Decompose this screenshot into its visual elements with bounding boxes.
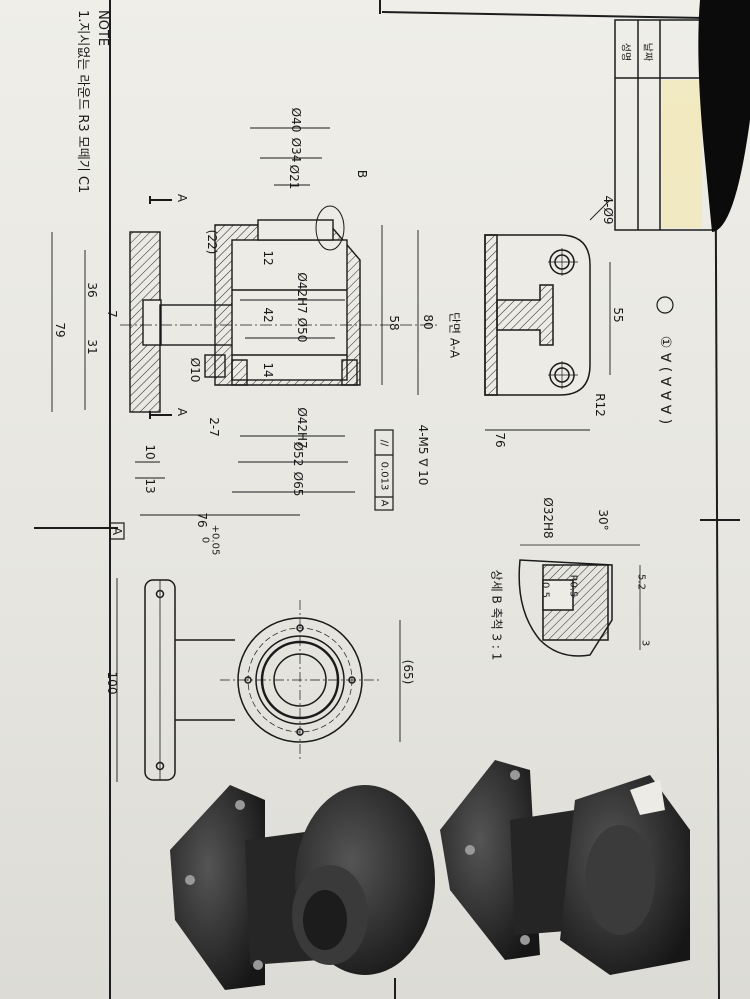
title-block-name: 성명 [619, 42, 631, 62]
top-view [484, 199, 611, 431]
section-view-a-a [120, 205, 440, 413]
dim-d34: Ø34 [289, 137, 303, 163]
redaction-mark [698, 0, 750, 232]
dim-80: 80 [421, 314, 435, 330]
dim-r22: (22) [205, 229, 219, 255]
section-label: 단면 A-A [447, 311, 462, 359]
roughness-circle [656, 296, 674, 314]
dim-76-tol-upper: +0.05 [209, 524, 221, 556]
render-3d-right [440, 760, 690, 975]
detail-view-b [518, 544, 641, 657]
dim-76-tol-lower: 0 [199, 536, 211, 544]
note-line: 1.지시없는 라운드 R3 모떼기 C1 [75, 10, 90, 194]
dim-thread: 4-M5 ∇ 10 [416, 424, 430, 486]
dim-65-ref: (65) [401, 659, 415, 685]
dim-d32h8: Ø32H8 [541, 497, 555, 539]
dim-5-2: 5.2 [635, 574, 647, 590]
tolerance-symbol: // [378, 439, 390, 447]
dim-3: 3 [639, 639, 651, 647]
roughness-symbol: ① ∀ ( ∀ ∀ ∀ ) [657, 335, 673, 425]
front-view [116, 578, 401, 782]
dim-10: 10 [143, 444, 157, 460]
tolerance-value: 0.013 [378, 461, 390, 491]
dim-top-76: 76 [493, 432, 507, 448]
dim-58: 58 [387, 315, 401, 331]
section-dimension-lines [51, 127, 419, 516]
dim-0-5: 0.5 [539, 582, 551, 598]
dim-2-7: 2-7 [207, 417, 221, 437]
dim-36: 36 [85, 282, 99, 298]
dim-100: 100 [105, 671, 119, 695]
section-letter-b: B [355, 169, 369, 179]
dim-angle: 30° [596, 509, 610, 531]
dim-13: 13 [143, 478, 157, 494]
dim-d42h7-top: Ø42H7 [295, 272, 309, 314]
title-block [614, 19, 716, 231]
tolerance-datum: A [378, 499, 390, 507]
dim-d52: Ø52 [291, 441, 305, 467]
dim-55: 55 [611, 307, 625, 323]
dim-d50: Ø50 [295, 317, 309, 343]
datum-box [109, 522, 125, 540]
dim-d65: Ø65 [291, 471, 305, 497]
dim-31: 31 [85, 339, 99, 355]
dim-42: 42 [261, 307, 275, 323]
dim-d21: Ø21 [287, 164, 301, 190]
dim-7: 7 [105, 310, 119, 318]
note-title: NOTE [95, 10, 110, 47]
dim-d40: Ø40 [289, 107, 303, 133]
datum-label: A [110, 526, 124, 536]
dim-14: 14 [261, 362, 275, 378]
section-letter-a-bottom: A [175, 407, 189, 417]
dim-12: 12 [261, 250, 275, 266]
dim-76: 76 [195, 512, 209, 528]
detail-label: 상세 B 축척 3 : 1 [489, 569, 504, 661]
dim-r12: R12 [593, 393, 607, 417]
dim-r0-5: R0.5 [567, 574, 579, 598]
dim-79: 79 [53, 322, 67, 338]
title-block-date: 날짜 [641, 42, 653, 62]
render-3d-left [170, 785, 435, 990]
dim-d10: Ø10 [188, 357, 202, 383]
dim-holes: 4-Ø9 [601, 195, 615, 225]
tolerance-frame-box [374, 429, 394, 511]
section-letter-a-top: A [175, 193, 189, 203]
